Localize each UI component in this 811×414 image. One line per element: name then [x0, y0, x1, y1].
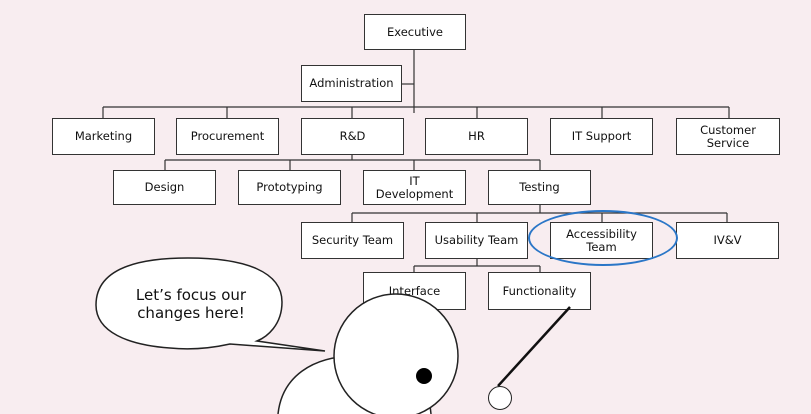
pointer-hand — [488, 386, 512, 410]
org-node-executive: Executive — [364, 14, 466, 50]
org-node-usability-team: Usability Team — [425, 222, 528, 259]
org-node-administration: Administration — [301, 65, 402, 102]
org-node-security-team: Security Team — [301, 222, 404, 259]
org-node-ivv: IV&V — [676, 222, 779, 259]
org-node-functionality: Functionality — [488, 272, 591, 310]
speech-bubble-text: Let’s focus our changes here! — [135, 286, 247, 322]
org-node-it-development: IT Development — [363, 170, 466, 205]
org-node-customer-service: Customer Service — [676, 118, 780, 155]
focus-highlight-ellipse — [528, 210, 678, 266]
org-node-design: Design — [113, 170, 216, 205]
org-node-r-and-d: R&D — [301, 118, 404, 155]
org-node-hr: HR — [425, 118, 528, 155]
org-node-marketing: Marketing — [52, 118, 155, 155]
org-node-prototyping: Prototyping — [238, 170, 341, 205]
org-node-it-support: IT Support — [550, 118, 653, 155]
org-node-procurement: Procurement — [176, 118, 279, 155]
org-node-interface: Interface — [363, 272, 466, 310]
org-node-testing: Testing — [488, 170, 591, 205]
